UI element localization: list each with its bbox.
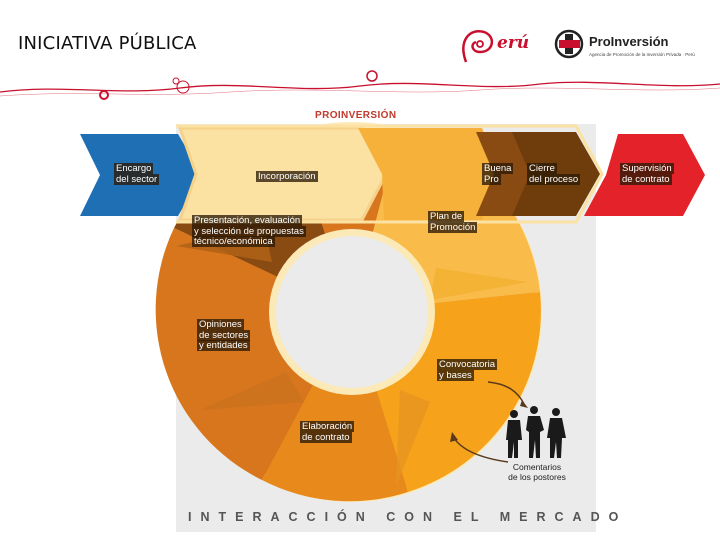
sector-elaboracion (262, 312, 408, 502)
slide-title: INICIATIVA PÚBLICA (18, 33, 197, 54)
label-incorporacion: Incorporación (256, 171, 318, 182)
proinversion-heading: PROINVERSIÓN (315, 110, 397, 121)
peru-logo-text: erú (497, 33, 530, 53)
label-cierre: Cierre del proceso (527, 163, 581, 185)
proinversion-logo-icon (554, 29, 584, 59)
peru-logo-icon (462, 30, 493, 63)
decorative-wave (0, 81, 720, 93)
logo-area (0, 29, 720, 100)
label-buena-pro: Buena Pro (482, 163, 514, 185)
comments-label: Comentarios de los postores (508, 462, 566, 482)
label-plan: Plan de Promoción (428, 211, 478, 233)
label-elaboracion: Elaboración de contrato (300, 421, 355, 443)
proinversion-logo-name: ProInversión (589, 34, 669, 49)
footer-caption: INTERACCIÓN CON EL MERCADO (188, 510, 628, 524)
label-opiniones: Opiniones de sectores y entidades (197, 319, 251, 351)
label-presentacion: Presentación, evaluación y selección de … (192, 215, 306, 247)
plan-band (358, 128, 500, 220)
label-convocatoria: Convocatoria y bases (437, 359, 497, 381)
bidders-group-icon (506, 406, 566, 458)
label-encargo: Encargo del sector (114, 163, 160, 185)
proinversion-logo-tagline: Agencia de Promoción de la Inversión Pri… (589, 52, 695, 57)
decorative-circle (99, 90, 109, 100)
label-supervision: Supervisión de contrato (620, 163, 674, 185)
comment-arrow-back (453, 437, 509, 463)
